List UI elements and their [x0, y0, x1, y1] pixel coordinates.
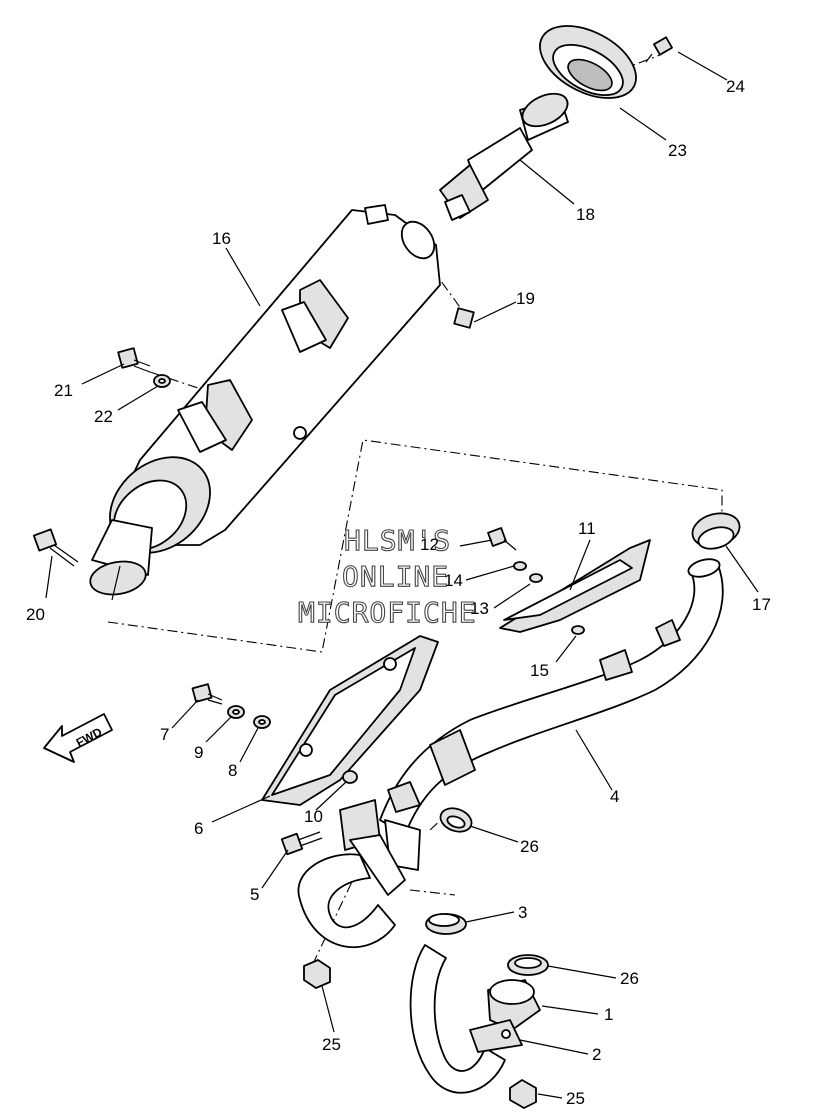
callout-16: 16 [212, 229, 231, 248]
gasket-part-26-upper [439, 807, 473, 833]
watermark-line-1: HLSM'S [344, 524, 451, 557]
tail-pipe-part-18 [439, 92, 569, 221]
watermark: HLSM'S ONLINE MICROFICHE [297, 523, 477, 629]
washer-part-8 [253, 715, 271, 729]
callout-23: 23 [668, 141, 687, 160]
protector-part-6 [261, 635, 439, 806]
washer-part-14 [513, 561, 527, 571]
callout-14: 14 [444, 571, 463, 590]
callout-7: 7 [160, 725, 169, 744]
callout-19: 19 [516, 289, 535, 308]
callout-26-upper: 26 [520, 837, 539, 856]
muffler-part-16 [89, 204, 441, 601]
callout-21: 21 [54, 381, 73, 400]
washer-part-9 [227, 705, 245, 719]
callout-25-left: 25 [322, 1035, 341, 1054]
watermark-line-3: MICROFICHE [298, 596, 477, 629]
callout-15: 15 [530, 661, 549, 680]
callout-12: 12 [420, 535, 439, 554]
callout-26-lower: 26 [620, 969, 639, 988]
callout-1: 1 [604, 1005, 613, 1024]
callout-10: 10 [304, 807, 323, 826]
bolt-part-20 [32, 528, 79, 567]
flange-part-2 [469, 1019, 523, 1053]
washer-part-22 [153, 374, 171, 388]
protector-part-11 [499, 539, 651, 633]
callout-11: 11 [578, 519, 596, 538]
header-pipe-part-1 [409, 944, 541, 1094]
bolt-part-24 [645, 36, 673, 63]
nut-part-25-right [509, 1079, 537, 1109]
callout-8: 8 [228, 761, 237, 780]
gasket-part-26-lower [507, 954, 549, 976]
callout-17: 17 [752, 595, 771, 614]
callout-4: 4 [610, 787, 619, 806]
screw-part-12 [487, 527, 517, 551]
forward-arrow-icon: FWD [43, 713, 113, 763]
callout-3: 3 [518, 903, 527, 922]
callout-22: 22 [94, 407, 113, 426]
bolt-part-5 [280, 831, 323, 856]
gasket-part-3 [425, 913, 467, 935]
callout-18: 18 [576, 205, 595, 224]
callout-labels: 16 24 23 18 19 21 22 20 17 11 12 14 13 1… [26, 77, 771, 1108]
callout-24: 24 [726, 77, 745, 96]
callout-2: 2 [592, 1045, 601, 1064]
gasket-part-17 [691, 512, 741, 550]
washer-part-15 [571, 625, 585, 635]
bolt-part-19 [453, 307, 475, 329]
leader-lines [45, 51, 759, 1099]
callout-9: 9 [194, 743, 203, 762]
bolt-part-21 [117, 347, 151, 373]
washer-part-10 [342, 770, 358, 784]
bolt-part-7 [191, 683, 223, 705]
callout-20: 20 [26, 605, 45, 624]
washer-part-13 [529, 573, 543, 583]
end-cap-part-23 [539, 25, 637, 99]
callout-6: 6 [194, 819, 203, 838]
callout-25-right: 25 [566, 1089, 585, 1108]
exhaust-pipe-part-4 [297, 558, 724, 948]
callout-5: 5 [250, 885, 259, 904]
nut-part-25-left [303, 959, 331, 989]
watermark-line-2: ONLINE [342, 560, 449, 593]
callout-13: 13 [470, 599, 489, 618]
